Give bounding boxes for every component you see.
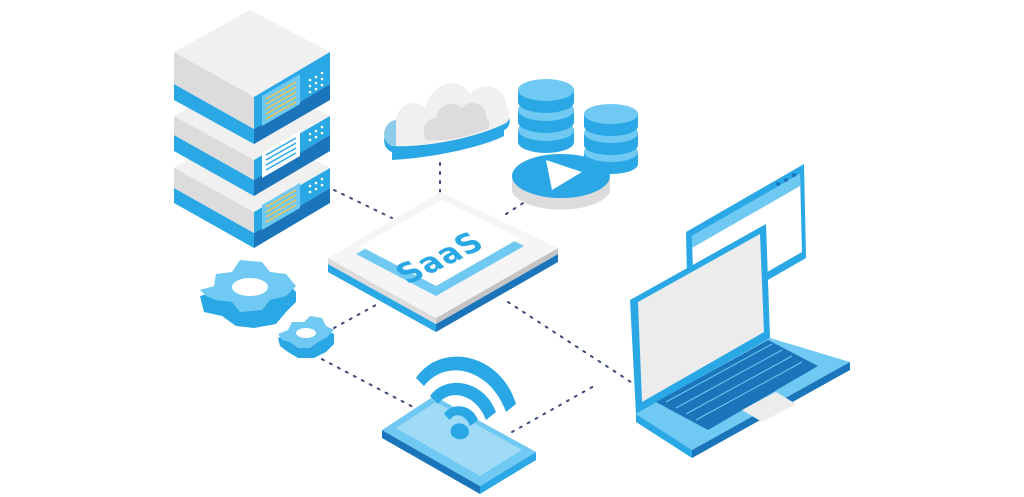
gear-large — [200, 260, 296, 328]
saas-chip: SaaS — [328, 192, 558, 332]
laptop-keyboard — [656, 340, 818, 430]
gear-small — [278, 316, 334, 358]
connector-lines — [313, 162, 635, 433]
database-stack-icon — [518, 79, 638, 174]
wifi-arc-large — [416, 356, 516, 412]
server-unit-top — [174, 10, 330, 144]
laptop-trackpad — [742, 392, 796, 422]
server-rack-icon — [174, 10, 330, 248]
connector-laptop — [507, 301, 635, 385]
wifi-dot — [450, 423, 469, 440]
connector-wifi-right — [511, 385, 595, 433]
wifi-tablet-icon — [382, 356, 536, 494]
gear-icon — [200, 260, 334, 358]
connector-gears — [333, 304, 377, 329]
cloud-icon — [384, 83, 510, 160]
play-button-icon — [512, 154, 610, 210]
wifi-arc-medium — [430, 382, 496, 420]
connector-server — [333, 189, 393, 219]
database-left — [518, 79, 574, 153]
connector-wifi-left — [313, 354, 416, 409]
laptop-icon — [630, 224, 850, 458]
wifi-arc-small — [444, 406, 478, 426]
